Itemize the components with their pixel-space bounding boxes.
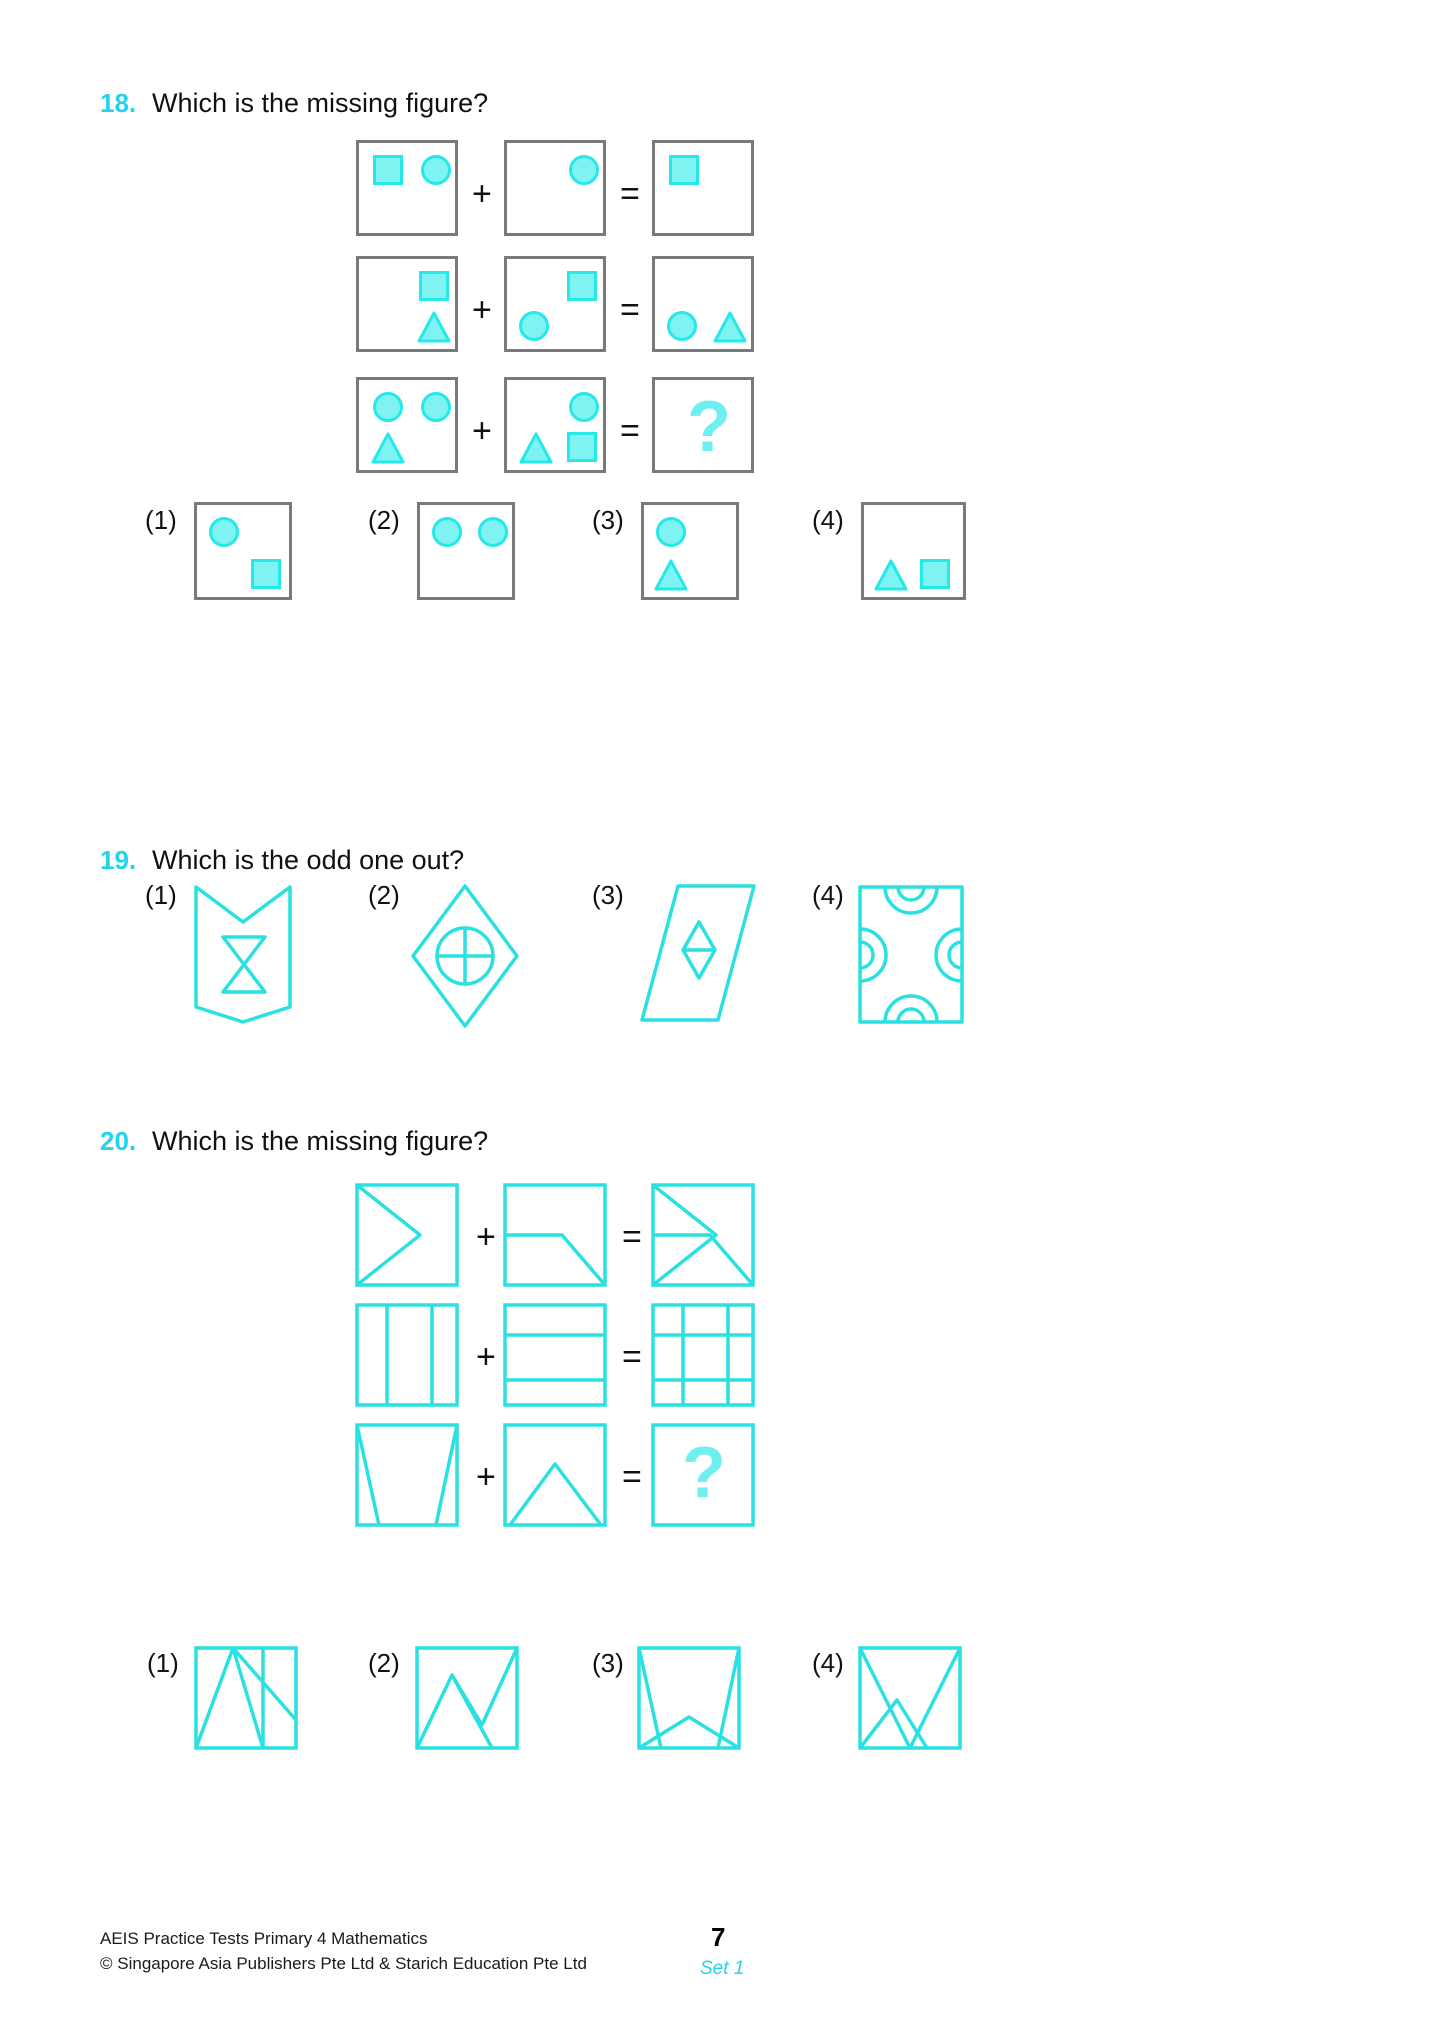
q20-row1-operand-a [354, 1182, 460, 1288]
square-shape [373, 155, 403, 185]
q18-row2-equals: = [620, 291, 640, 329]
circle-shape [656, 517, 686, 547]
question-mark-icon: ? [687, 387, 731, 467]
q19-option-4-label: (4) [812, 880, 844, 910]
q20-row3-operand-b [502, 1422, 608, 1528]
q20-row3-equals: = [622, 1458, 642, 1496]
triangle-shape [874, 559, 908, 591]
triangle-shape [371, 432, 405, 464]
triangle-shape [654, 559, 688, 591]
q20-option-2-figure[interactable] [414, 1645, 520, 1751]
q18-option-2-label: (2) [368, 505, 400, 535]
circle-shape [569, 392, 599, 422]
q20-row2-plus: + [476, 1338, 496, 1376]
q20-option-3-figure[interactable] [636, 1645, 742, 1751]
q20-row2-operand-a [354, 1302, 460, 1408]
circle-shape [667, 311, 697, 341]
q18-row2-plus: + [472, 291, 492, 329]
q18-row1-equals: = [620, 175, 640, 213]
circle-shape [421, 392, 451, 422]
q20-option-4-figure[interactable] [857, 1645, 963, 1751]
q18-option-3-box[interactable] [641, 502, 739, 600]
q18-row3-equals: = [620, 412, 640, 450]
q20-option-1-figure[interactable] [193, 1645, 299, 1751]
q18-option-1-box[interactable] [194, 502, 292, 600]
triangle-shape [417, 311, 451, 343]
q18-option-4-label: (4) [812, 505, 844, 535]
circle-shape [519, 311, 549, 341]
q20-question-mark-icon: ? [682, 1433, 726, 1513]
q18-row3-result: ? [652, 377, 754, 473]
circle-shape [209, 517, 239, 547]
q20-row1-equals: = [622, 1218, 642, 1256]
set-label: Set 1 [700, 1958, 745, 1979]
q20-row2-equals: = [622, 1338, 642, 1376]
q20-row3-result [650, 1422, 756, 1528]
footer-title: AEIS Practice Tests Primary 4 Mathematic… [100, 1929, 428, 1948]
circle-shape [421, 155, 451, 185]
q18-option-3-label: (3) [592, 505, 624, 535]
question-19-heading: 19. Which is the odd one out? [100, 845, 464, 876]
square-shape [567, 271, 597, 301]
q18-option-2-box[interactable] [417, 502, 515, 600]
question-20-number: 20. [100, 1126, 137, 1156]
q18-row2-result [652, 256, 754, 352]
q20-row2-result [650, 1302, 756, 1408]
question-20-heading: 20. Which is the missing figure? [100, 1126, 488, 1157]
footer-copyright: © Singapore Asia Publishers Pte Ltd & St… [100, 1953, 587, 1973]
q20-row3-operand-a [354, 1422, 460, 1528]
q18-row1-result [652, 140, 754, 236]
triangle-shape [713, 311, 747, 343]
circle-shape [569, 155, 599, 185]
q19-option-1-label: (1) [145, 880, 177, 910]
q18-option-4-box[interactable] [861, 502, 966, 600]
page-number: 7 [711, 1922, 726, 1952]
q18-row1-operand-a [356, 140, 458, 236]
footer-credits: AEIS Practice Tests Primary 4 Mathematic… [100, 1927, 587, 1976]
question-18-heading: 18. Which is the missing figure? [100, 88, 488, 119]
square-shape [669, 155, 699, 185]
q19-option-4-figure[interactable] [855, 882, 967, 1027]
q19-option-3-label: (3) [592, 880, 624, 910]
q20-option-1-label: (1) [147, 1648, 179, 1678]
square-shape [567, 432, 597, 462]
question-20-text: Which is the missing figure? [152, 1126, 489, 1156]
circle-shape [373, 392, 403, 422]
q20-option-3-label: (3) [592, 1648, 624, 1678]
q19-option-2-label: (2) [368, 880, 400, 910]
q18-row2-operand-a [356, 256, 458, 352]
circle-shape [478, 517, 508, 547]
q19-option-3-figure[interactable] [636, 882, 761, 1027]
q18-row3-operand-a [356, 377, 458, 473]
q20-row1-operand-b [502, 1182, 608, 1288]
q18-row3-operand-b [504, 377, 606, 473]
q18-row1-plus: + [472, 175, 492, 213]
square-shape [920, 559, 950, 589]
question-18-number: 18. [100, 88, 137, 118]
q20-row2-operand-b [502, 1302, 608, 1408]
question-18-text: Which is the missing figure? [152, 88, 489, 118]
q20-row1-plus: + [476, 1218, 496, 1256]
q20-option-2-label: (2) [368, 1648, 400, 1678]
circle-shape [432, 517, 462, 547]
q18-row3-plus: + [472, 412, 492, 450]
q20-option-4-label: (4) [812, 1648, 844, 1678]
square-shape [251, 559, 281, 589]
q18-option-1-label: (1) [145, 505, 177, 535]
q18-row1-operand-b [504, 140, 606, 236]
q18-row2-operand-b [504, 256, 606, 352]
q20-row3-plus: + [476, 1458, 496, 1496]
square-shape [419, 271, 449, 301]
q19-option-2-figure[interactable] [405, 882, 525, 1030]
question-19-number: 19. [100, 845, 137, 875]
q19-option-1-figure[interactable] [188, 882, 298, 1027]
q20-row1-result [650, 1182, 756, 1288]
question-19-text: Which is the odd one out? [152, 845, 465, 875]
triangle-shape [519, 432, 553, 464]
